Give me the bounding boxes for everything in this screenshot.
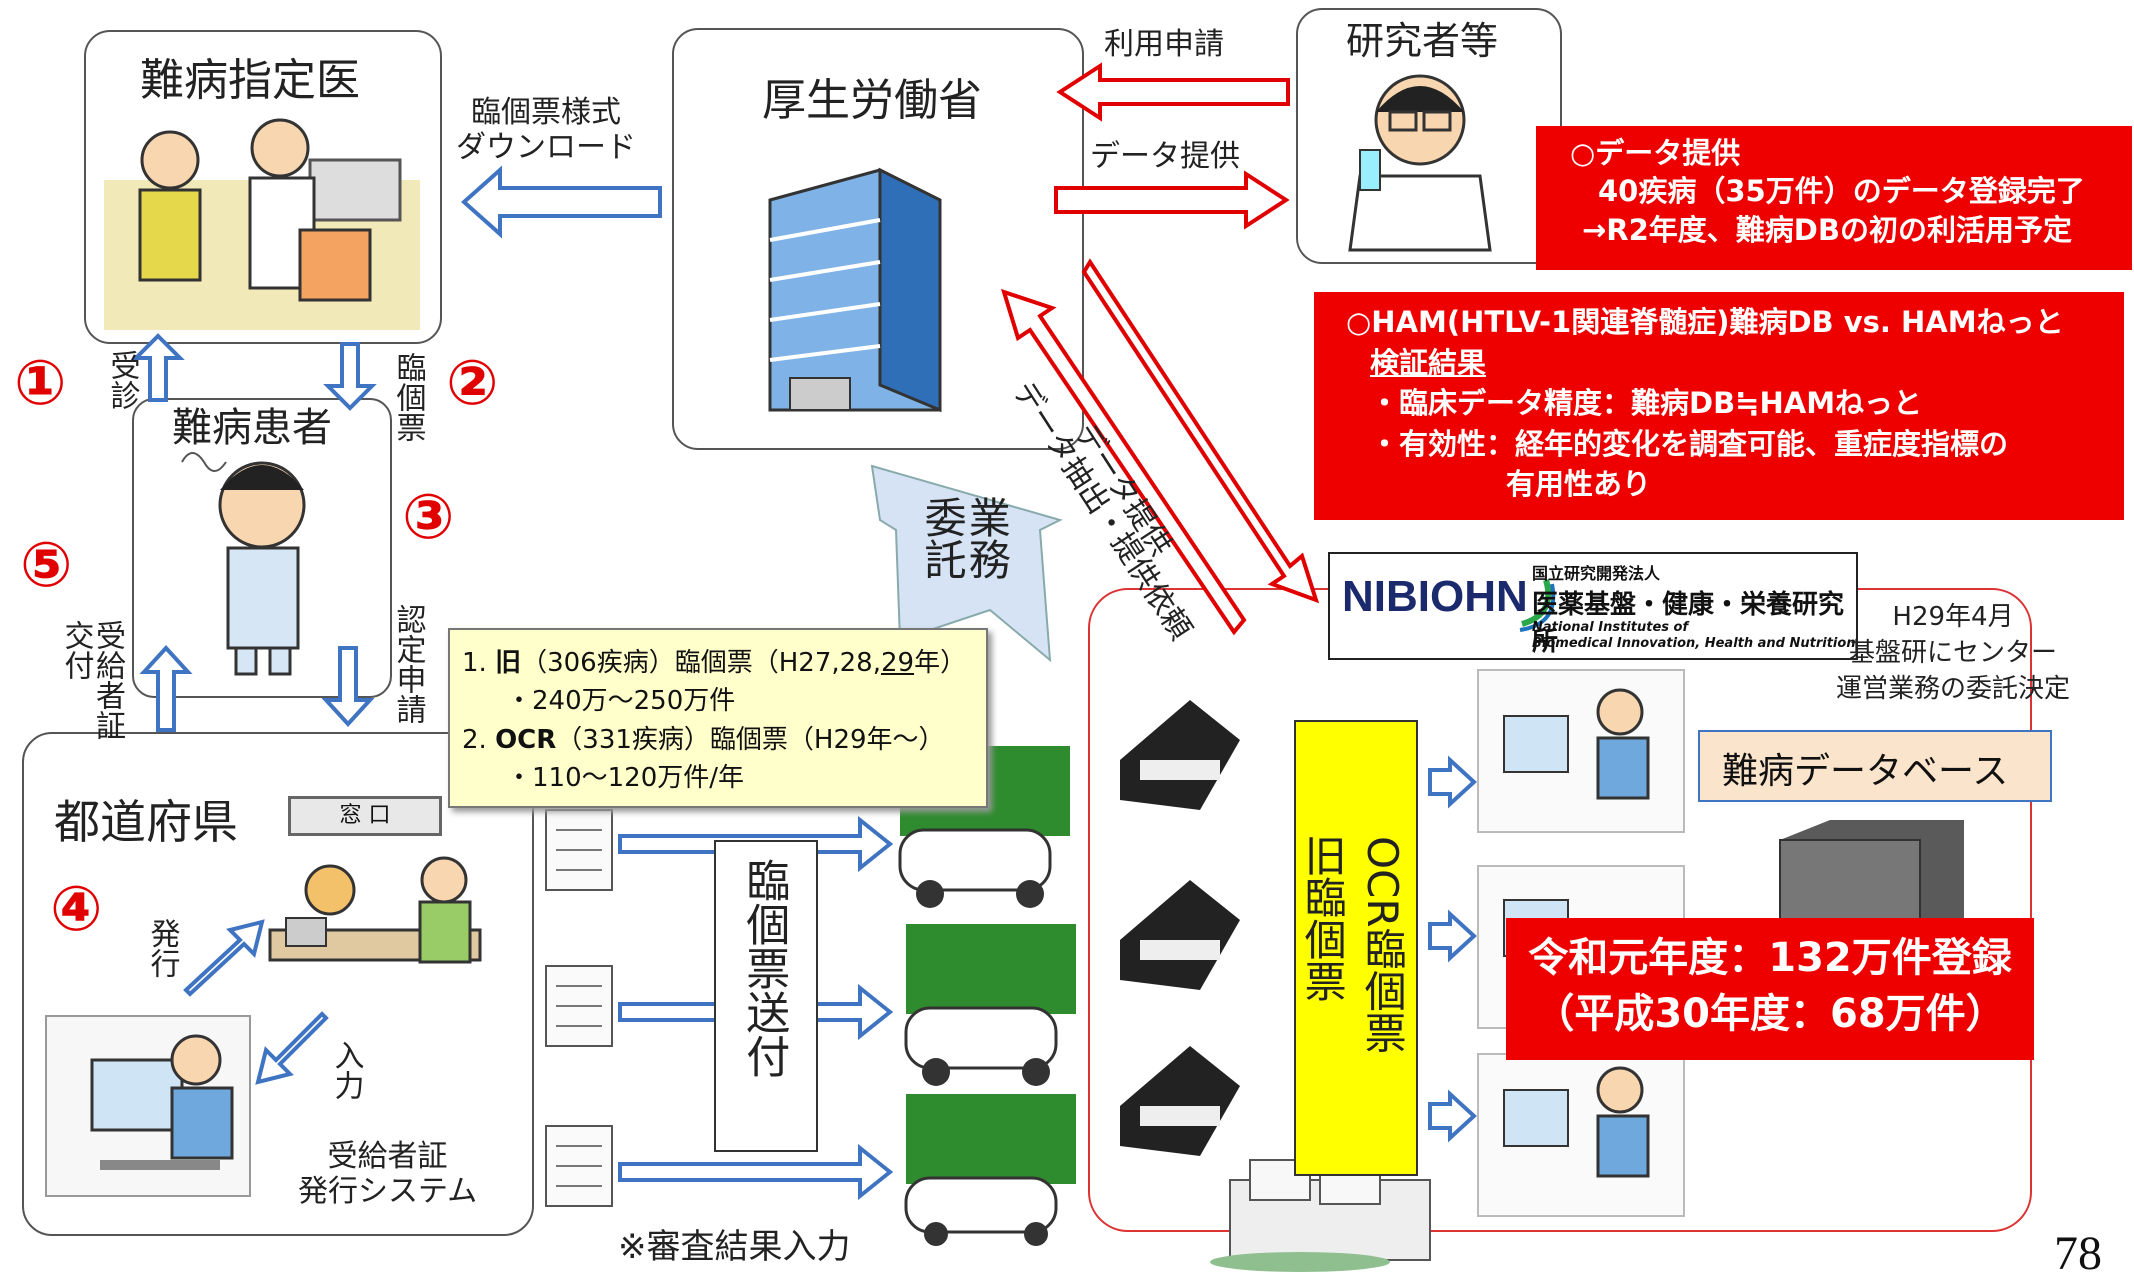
arrow-scan-3 — [1428, 1089, 1477, 1143]
truck-2 — [904, 924, 1076, 1086]
paper-pile — [1210, 1159, 1431, 1272]
ocr-form-label: OCR臨個票 — [1358, 836, 1408, 1054]
data-provision-note: ○データ提供 40疾病（35万件）のデータ登録完了 →R2年度、難病DBの初の利… — [1536, 126, 2132, 270]
step-4: ④ — [50, 872, 103, 945]
worker-3 — [1477, 1053, 1685, 1217]
scanner-2 — [1120, 880, 1240, 990]
madoguchi-label: 窓 口 — [339, 803, 391, 828]
arrow-data-return — [1000, 288, 1247, 636]
arrow-input-diag — [255, 1011, 329, 1085]
consult-label: 受診 — [104, 350, 140, 410]
cert-issue-label: 受給者証交付 — [58, 620, 126, 740]
arrow-usage-request — [1056, 62, 1290, 122]
old-form-label: 旧臨個票 — [1298, 834, 1348, 1002]
step-3: ③ — [402, 480, 455, 553]
arrow-apply-down — [321, 646, 375, 727]
scanner-3 — [1120, 1046, 1240, 1156]
note-line-2: ・240万～250万件 — [506, 686, 736, 717]
arrow-scan-1 — [1428, 755, 1477, 809]
researcher-illustration — [1348, 74, 1492, 252]
red2-line-1: ○HAM(HTLV-1関連脊髄症)難病DB vs. HAMねっと — [1346, 305, 2064, 339]
arrow-consult — [131, 333, 185, 402]
review-input-label: ※審査結果入力 — [618, 1227, 851, 1267]
form-send-label: 臨個票送付 — [738, 858, 790, 1078]
arrow-download — [460, 165, 662, 239]
red1-line-1: ○データ提供 — [1570, 136, 1741, 170]
red3-line-1: 令和元年度：132万件登録 — [1528, 935, 2012, 981]
form-label: 臨個票 — [390, 352, 426, 442]
input-label: 入力 — [328, 1040, 364, 1100]
step-1: ① — [14, 346, 67, 419]
operator-illustration — [45, 1015, 251, 1197]
red2-line-4: ・有効性：経年的変化を調査可能、重症度指標の — [1370, 426, 2009, 461]
arrow-extraction-request — [1081, 258, 1320, 604]
ham-verification-note: ○HAM(HTLV-1関連脊髄症)難病DB vs. HAMねっと 検証結果 ・臨… — [1314, 292, 2124, 520]
issuance-system-label: 受給者証 発行システム — [298, 1139, 478, 1209]
worker-1 — [1477, 669, 1685, 833]
nibiohn-jp-large: 医薬基盤・健康・栄養研究所 — [1532, 590, 1845, 657]
red2-line-5: 有用性あり — [1506, 467, 1652, 502]
registration-count-note: 令和元年度：132万件登録 （平成30年度：68万件） — [1506, 918, 2034, 1060]
red2-line-3: ・臨床データ精度：難病DB≒HAMねっと — [1370, 386, 1923, 421]
h29-note: H29年4月 基盤研にセンター 運営業務の委託決定 — [1836, 602, 2071, 704]
template-download-label: 臨個票様式 ダウンロード — [456, 95, 636, 165]
red2-line-2: 検証結果 — [1370, 345, 1487, 380]
note-line-4: ・110～120万件/年 — [506, 763, 745, 794]
database-label: 難病データベース — [1722, 751, 2009, 792]
usage-request-label: 利用申請 — [1104, 27, 1224, 62]
data-provision-label: データ提供 — [1090, 139, 1240, 174]
arrow-scan-2 — [1428, 909, 1477, 963]
patient-illustration — [181, 452, 306, 676]
red3-line-2: （平成30年度：68万件） — [1534, 991, 2006, 1037]
form-sheets — [545, 809, 613, 1207]
patient-title: 難病患者 — [172, 405, 332, 451]
arrow-data-provision — [1054, 170, 1290, 230]
prefecture-title: 都道府県 — [54, 795, 238, 849]
page-number: 78 — [2054, 1227, 2102, 1280]
nibiohn-jp-small: 国立研究開発法人 — [1532, 564, 1661, 583]
database-label-box: 難病データベース — [1698, 730, 2052, 802]
issue-label: 発行 — [144, 918, 180, 978]
madoguchi-sign: 窓 口 — [288, 796, 442, 836]
scanner-1 — [1120, 700, 1240, 810]
mhlw-title: 厚生労働省 — [762, 75, 982, 126]
arrow-form-down — [323, 342, 377, 411]
doctor-illustration — [104, 118, 420, 330]
note-line-3: 2. OCR（331疾病）臨個票（H29年～） — [462, 724, 945, 755]
nibiohn-logo-box: NIBIOHN 国立研究開発法人 医薬基盤・健康・栄養研究所 National … — [1328, 552, 1858, 660]
nibiohn-logo: NIBIOHN — [1342, 572, 1528, 621]
red1-line-3: →R2年度、難病DBの初の利活用予定 — [1582, 212, 2072, 247]
form-send-box: 臨個票送付 — [714, 840, 818, 1152]
step-2: ② — [446, 346, 499, 419]
arrow-issue-up — [139, 645, 193, 732]
note-line-1: 1. 旧（306疾病）臨個票（H27,28,29年） — [462, 648, 967, 678]
nibiohn-en-2: Biomedical Innovation, Health and Nutrit… — [1532, 636, 1856, 651]
researcher-title: 研究者等 — [1346, 19, 1499, 63]
arrow-outsourcing — [870, 464, 1063, 663]
form-counts-note: 1. 旧（306疾病）臨個票（H27,28,29年） ・240万～250万件 2… — [448, 628, 988, 808]
doctor-title: 難病指定医 — [140, 55, 360, 106]
building-illustration — [768, 167, 942, 413]
cert-apply-label: 認定申請 — [390, 604, 426, 724]
form-type-box: OCR臨個票 旧臨個票 — [1294, 720, 1418, 1176]
arrow-issue-diag — [183, 919, 265, 997]
outsourcing-label: 業務委託 — [918, 496, 1012, 580]
truck-3 — [904, 1094, 1076, 1246]
red1-line-2: 40疾病（35万件）のデータ登録完了 — [1598, 174, 2085, 209]
counter-illustration — [268, 856, 482, 964]
nibiohn-en-1: National Institutes of — [1532, 620, 1689, 635]
arrow-send-3 — [618, 1143, 894, 1201]
step-5: ⑤ — [20, 528, 73, 601]
nibiohn-swoosh-icon — [1519, 579, 1556, 632]
